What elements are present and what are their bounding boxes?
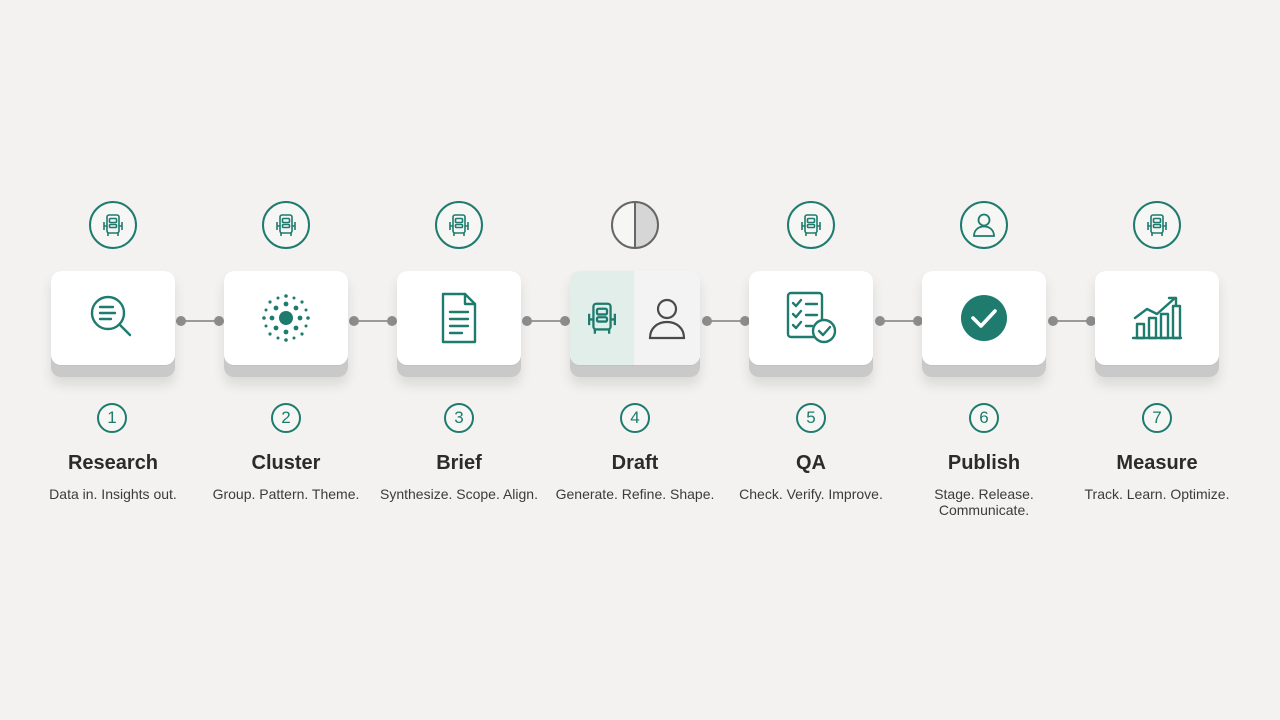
connector-6-7 xyxy=(1049,320,1093,322)
step-card-measure[interactable] xyxy=(1095,271,1219,377)
step-tagline: Synthesize. Scope. Align. xyxy=(380,486,538,502)
search-document-icon xyxy=(90,295,132,337)
step-title: Brief xyxy=(436,452,482,474)
step-number: 4 xyxy=(620,403,650,433)
connector-dot xyxy=(1048,316,1058,326)
connector-dot xyxy=(560,316,570,326)
step-card-brief[interactable] xyxy=(397,271,521,377)
connector-dot xyxy=(349,316,359,326)
step-title: Research xyxy=(67,452,159,474)
person-icon xyxy=(960,201,1008,249)
connector-2-3 xyxy=(350,320,394,322)
step-card-research[interactable] xyxy=(51,271,175,377)
check-circle-icon xyxy=(961,295,1007,341)
robot-icon xyxy=(1133,201,1181,249)
connector-dot xyxy=(740,316,750,326)
step-card-draft[interactable] xyxy=(570,271,700,377)
step-tagline: Check. Verify. Improve. xyxy=(739,486,883,502)
connector-dot xyxy=(176,316,186,326)
step-card-qa[interactable] xyxy=(749,271,873,377)
step-title: Draft xyxy=(611,452,659,474)
robot-icon xyxy=(89,201,137,249)
growth-chart-icon xyxy=(1131,296,1183,340)
step-number: 6 xyxy=(969,403,999,433)
step-tagline: Data in. Insights out. xyxy=(49,486,177,502)
step-tagline: Group. Pattern. Theme. xyxy=(212,486,360,502)
step-number: 7 xyxy=(1142,403,1172,433)
connector-1-2 xyxy=(176,320,220,322)
connector-5-6 xyxy=(876,320,920,322)
step-tagline: Generate. Refine. Shape. xyxy=(555,486,715,502)
connector-dot xyxy=(913,316,923,326)
connector-dot xyxy=(875,316,885,326)
robot-icon xyxy=(588,302,616,334)
document-icon xyxy=(441,292,477,344)
checklist-icon xyxy=(786,291,837,344)
connector-dot xyxy=(702,316,712,326)
step-title: QA xyxy=(796,452,826,474)
half-circle-icon xyxy=(611,201,659,249)
step-title: Cluster xyxy=(251,452,321,474)
connector-4-5 xyxy=(703,320,747,322)
step-title: Measure xyxy=(1116,452,1198,474)
connector-dot xyxy=(1086,316,1096,326)
cluster-dots-icon xyxy=(262,294,310,342)
person-icon xyxy=(648,298,686,340)
robot-icon xyxy=(435,201,483,249)
step-number: 3 xyxy=(444,403,474,433)
connector-dot xyxy=(522,316,532,326)
connector-dot xyxy=(214,316,224,326)
robot-icon xyxy=(262,201,310,249)
step-card-cluster[interactable] xyxy=(224,271,348,377)
step-number: 5 xyxy=(796,403,826,433)
step-tagline: Stage. Release. Communicate. xyxy=(934,486,1034,518)
step-title: Publish xyxy=(947,452,1021,474)
step-tagline: Track. Learn. Optimize. xyxy=(1084,486,1230,502)
step-card-publish[interactable] xyxy=(922,271,1046,377)
connector-3-4 xyxy=(523,320,567,322)
step-number: 1 xyxy=(97,403,127,433)
step-number: 2 xyxy=(271,403,301,433)
connector-dot xyxy=(387,316,397,326)
robot-icon xyxy=(787,201,835,249)
